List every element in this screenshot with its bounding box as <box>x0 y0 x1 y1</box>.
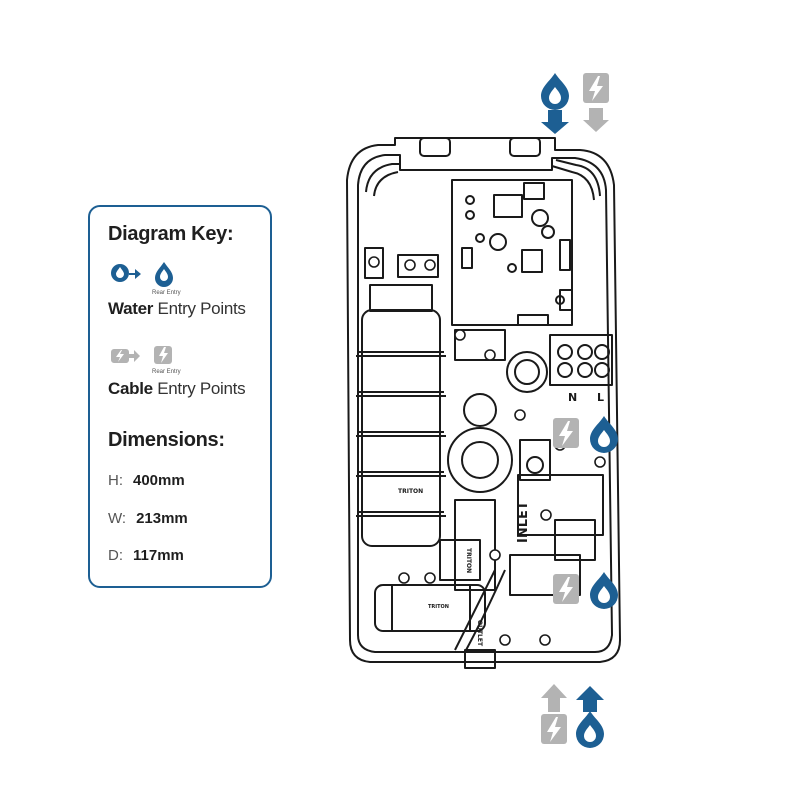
water-entry-label: Water Entry Points <box>108 299 246 319</box>
top-cable-entry-icon <box>583 73 609 132</box>
bottom-water-entry-icon <box>576 686 604 748</box>
dimension-width: W: 213mm <box>108 510 188 527</box>
heater-brand-label: TRITON <box>398 488 423 495</box>
top-water-entry-icon <box>541 73 569 134</box>
diagram-key-title: Diagram Key: <box>108 223 234 245</box>
outlet-label: OUTLET <box>476 620 483 647</box>
dimension-width-value: 213mm <box>136 510 188 527</box>
dimension-depth: D: 117mm <box>108 547 184 564</box>
diagram-key-panel: Diagram Key: Rear Entry Water Entry Poin… <box>88 205 272 588</box>
water-entry-rest: Entry Points <box>157 299 246 318</box>
rear-water-entry-icon-lower <box>590 572 618 609</box>
valve-brand-label: TRITON <box>465 548 472 573</box>
dimension-height-value: 400mm <box>133 472 185 489</box>
dimension-width-label: W: <box>108 510 127 527</box>
cable-entry-bold: Cable <box>108 379 153 398</box>
dimension-height: H: 400mm <box>108 472 185 489</box>
dimension-depth-value: 117mm <box>133 547 184 564</box>
terminal-n-label: N <box>568 391 577 404</box>
rear-water-entry-icon-upper <box>590 416 618 453</box>
cylinder-brand-label: TRITON <box>428 604 449 610</box>
water-entry-bold: Water <box>108 299 154 318</box>
terminal-l-label: L <box>597 391 604 404</box>
cable-entry-label: Cable Entry Points <box>108 379 246 399</box>
cable-rear-entry-label: Rear Entry <box>152 369 181 375</box>
water-rear-entry-label: Rear Entry <box>152 290 181 296</box>
dimension-height-label: H: <box>108 472 123 489</box>
cable-entry-rest: Entry Points <box>157 379 246 398</box>
water-entry-key-icon <box>111 262 173 287</box>
dimension-depth-label: D: <box>108 547 123 564</box>
rear-cable-entry-icon-lower <box>553 574 579 604</box>
inlet-label: INLET <box>516 501 531 543</box>
dimensions-title: Dimensions: <box>108 429 225 451</box>
bottom-cable-entry-icon <box>541 684 567 744</box>
cable-entry-key-icon <box>111 346 172 364</box>
rear-cable-entry-icon-upper <box>553 418 579 448</box>
